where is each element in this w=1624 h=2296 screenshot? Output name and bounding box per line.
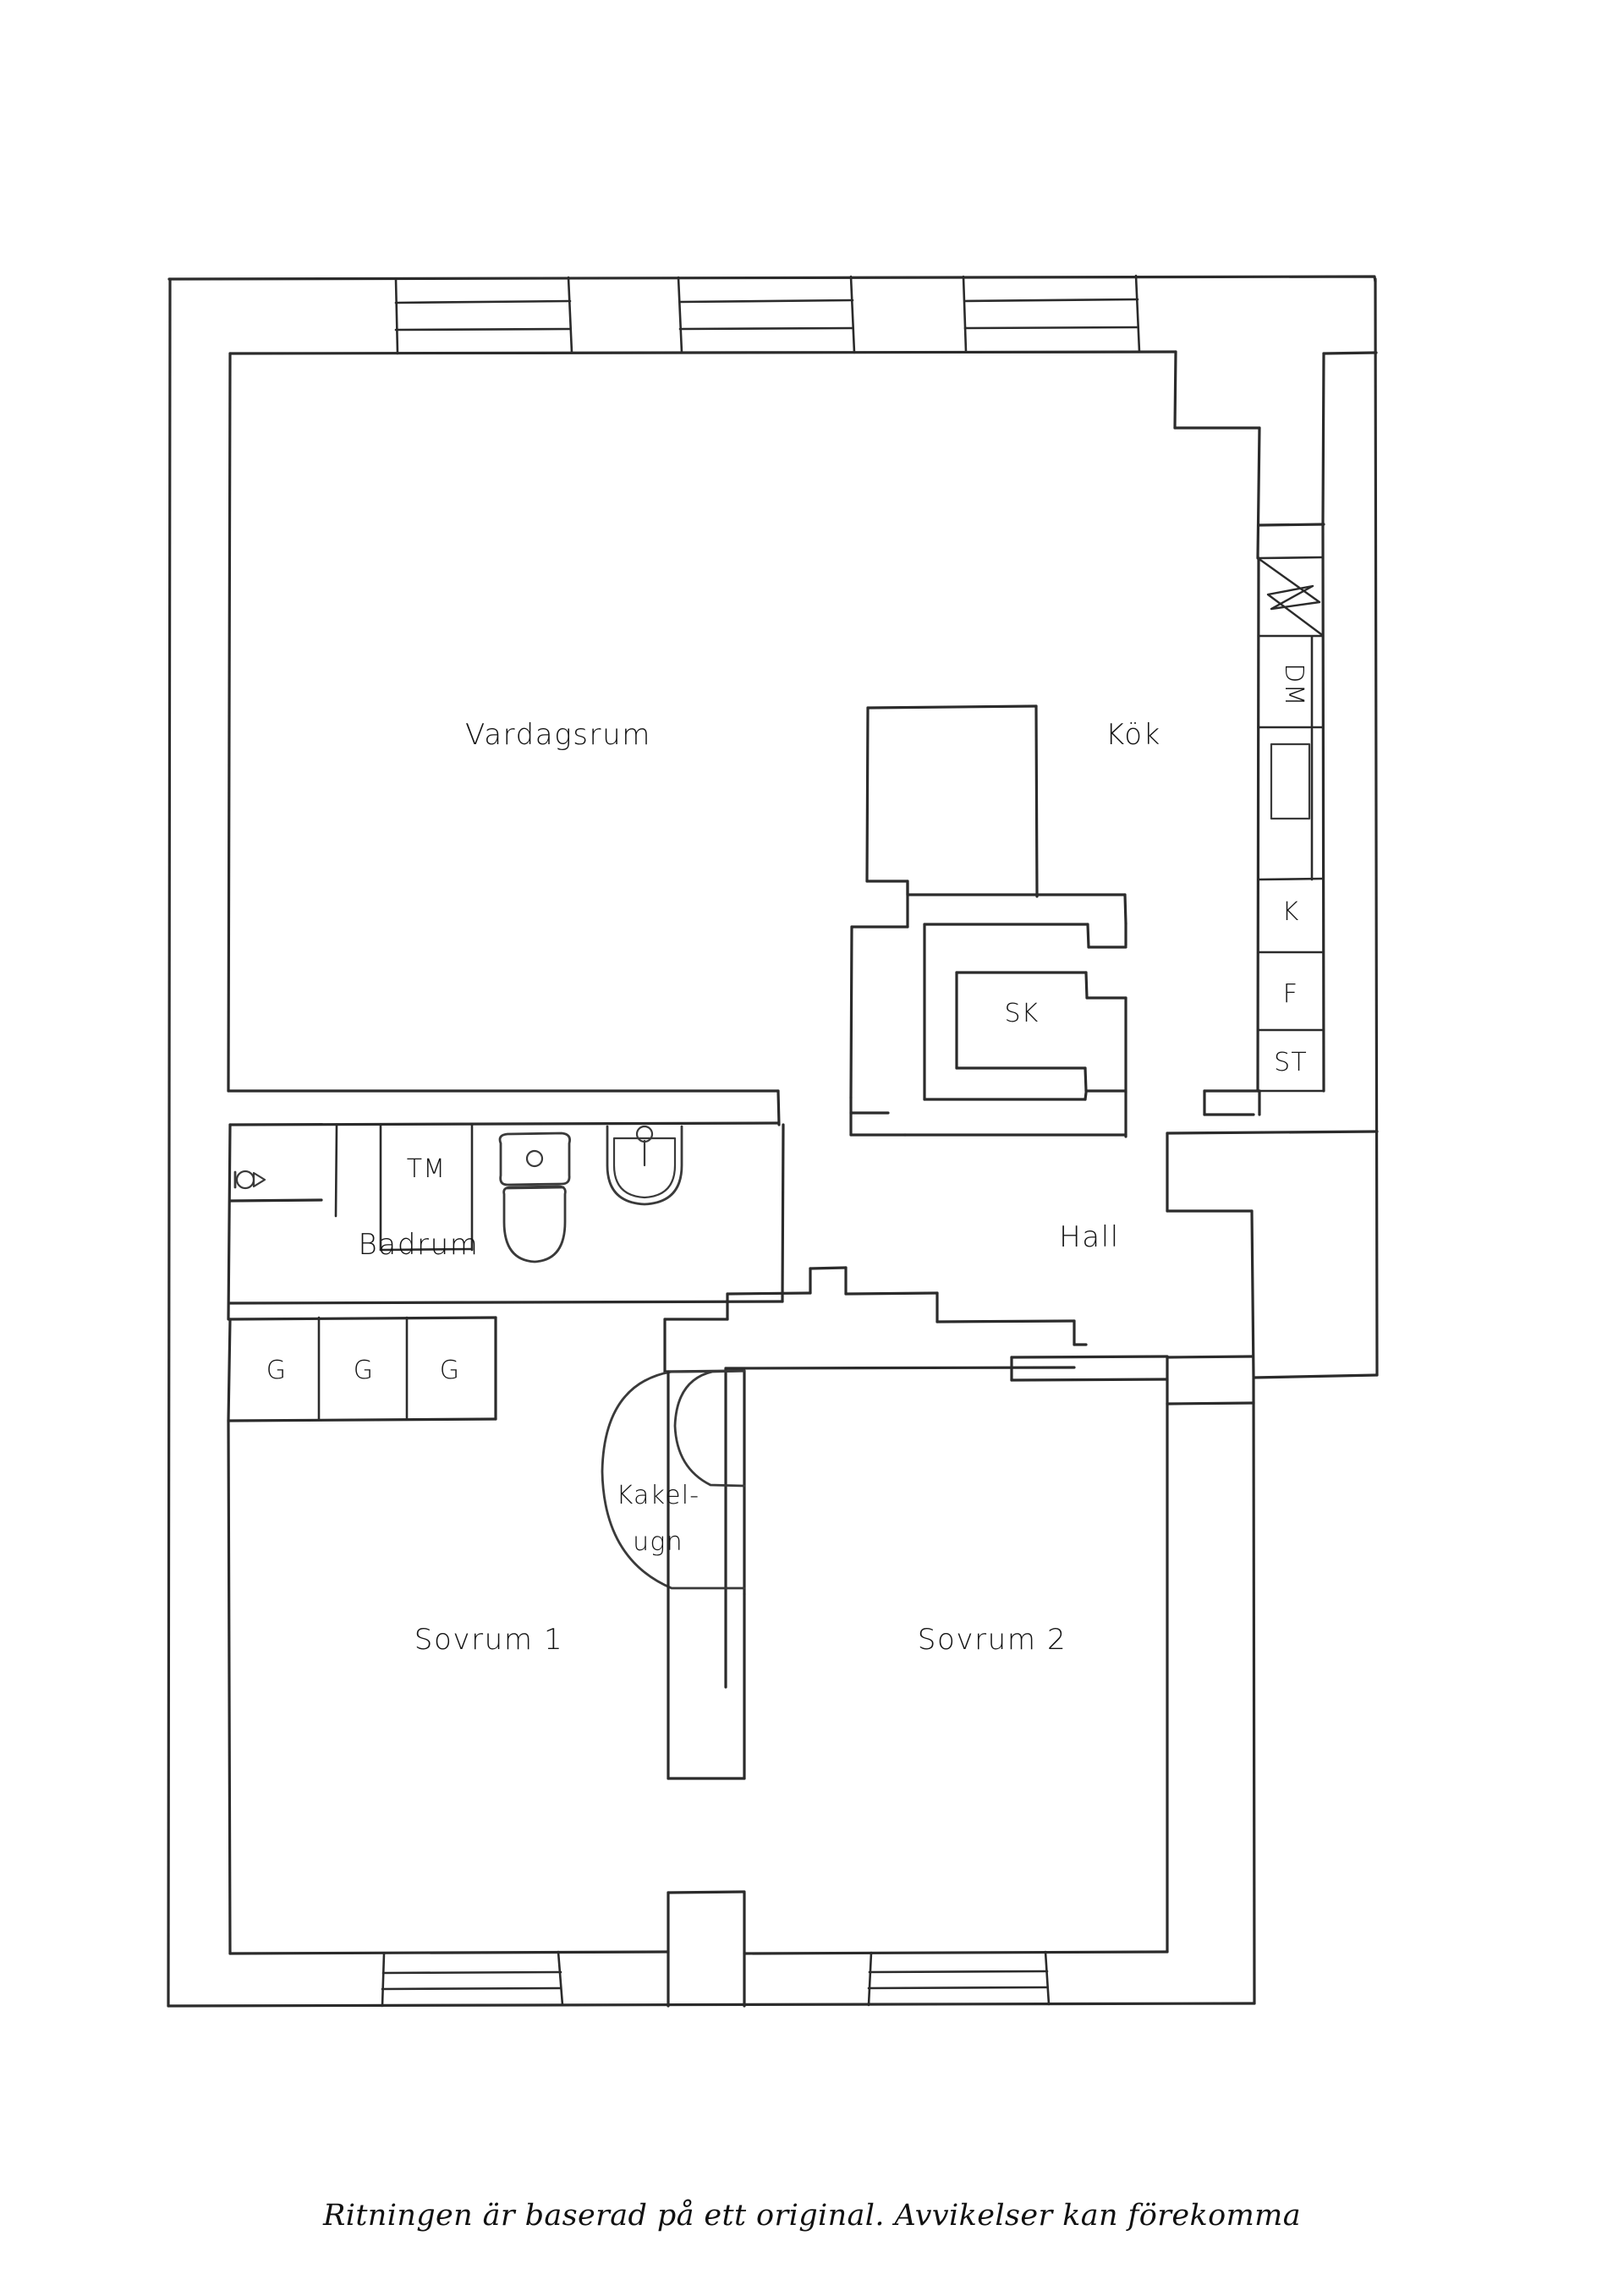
window-top-2 <box>677 275 856 354</box>
kakelugn-icon <box>601 1369 746 1596</box>
room-label-sovrum-1: Sovrum 1 <box>414 1623 563 1657</box>
room-label-sovrum-2: Sovrum 2 <box>918 1623 1067 1657</box>
room-label-badrum: Badrum <box>359 1228 480 1262</box>
room-label-kok: Kök <box>1106 718 1161 752</box>
fixture-label-garderob-1: G <box>266 1356 287 1385</box>
valve-symbol-icon <box>233 1170 266 1190</box>
fixture-label-kakelugn-line1: Kakel- <box>617 1481 700 1510</box>
fixture-label-garderob-3: G <box>440 1356 460 1385</box>
stove-zigzag-icon <box>1259 558 1323 636</box>
fixture-label-k: K <box>1282 897 1300 927</box>
bedroom2-walls <box>743 1402 1169 1955</box>
bathroom-sink-icon <box>606 1125 683 1206</box>
fixture-label-f: F <box>1283 979 1298 1009</box>
window-top-3 <box>962 274 1141 353</box>
room-label-hall: Hall <box>1059 1220 1120 1254</box>
fixture-label-st: ST <box>1274 1048 1308 1077</box>
kitchen-appliance-column <box>1257 556 1325 1093</box>
hall-walls <box>1010 1089 1379 1406</box>
window-bottom-1 <box>381 1950 564 2008</box>
toilet-icon <box>498 1132 571 1263</box>
room-label-vardagsrum: Vardagsrum <box>465 718 651 752</box>
window-top-1 <box>394 276 573 355</box>
fixture-label-sk: SK <box>1004 999 1039 1028</box>
fixture-label-dm: DM <box>1279 663 1309 706</box>
inner-walls <box>227 350 1378 1093</box>
fixture-label-garderob-2: G <box>354 1356 374 1385</box>
kitchen-island-and-closet <box>849 704 1127 1138</box>
drawing-disclaimer-caption: Ritningen är baserad på ett original. Av… <box>322 2199 1302 2233</box>
bedroom-divider-wall <box>667 1370 746 2008</box>
hall-bedroom-partition <box>663 1266 1088 1689</box>
wardrobe-row <box>227 1316 670 1955</box>
outer-walls <box>167 275 1379 2008</box>
fixture-label-kakelugn-line2: ugn <box>633 1527 683 1557</box>
bathroom-walls <box>227 1089 785 1321</box>
fixture-label-tm: TM <box>407 1154 447 1184</box>
kitchen-sink-icon <box>1270 743 1311 820</box>
window-bottom-2 <box>867 1950 1051 2007</box>
